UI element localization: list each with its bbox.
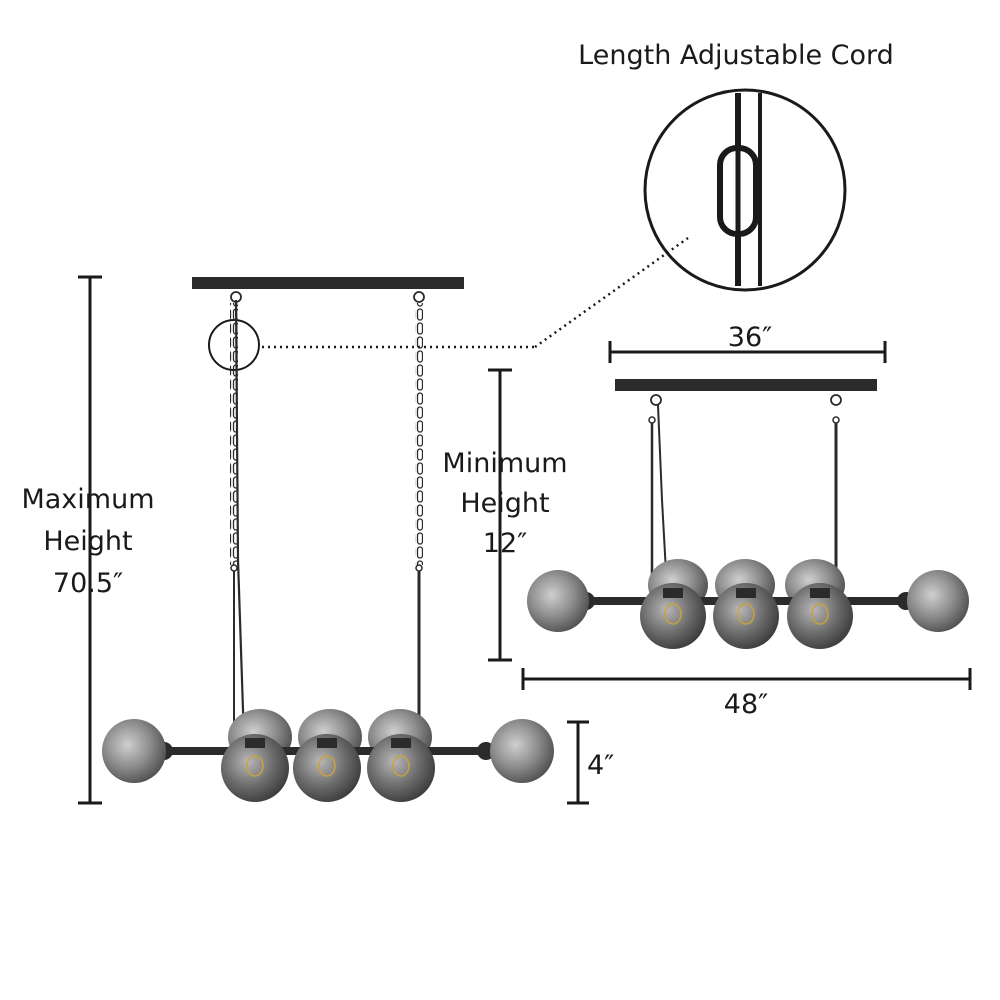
max-height-label-line1: Maximum [21, 484, 155, 515]
globe-shade-icon [221, 734, 289, 802]
min-height-label-line1: Minimum [442, 448, 568, 479]
min-height-dimension-line [488, 368, 512, 662]
globe-shade-icon [907, 570, 969, 632]
pendant-light-icon [102, 277, 554, 802]
left-chain [230, 303, 238, 565]
min-height-label-line2: Height [460, 488, 550, 519]
callout-magnifier [643, 88, 847, 292]
fixture-width-value: 48″ [723, 689, 769, 720]
globe-height-value: 4″ [587, 750, 615, 781]
canopy-width-dimension-line [608, 341, 887, 363]
globe-height-dimension-line [567, 720, 589, 805]
chain-link-icon [717, 93, 762, 286]
globe-shade-icon [527, 570, 589, 632]
callout-title: Length Adjustable Cord [578, 40, 894, 71]
globe-shade-icon [713, 583, 779, 649]
right-chain [415, 303, 423, 565]
globe-shade-icon [787, 583, 853, 649]
fixture-width-dimension-line [521, 668, 972, 690]
globe-shade-icon [490, 719, 554, 783]
min-height-value: 12″ [482, 528, 528, 559]
callout-leader-diagonal [534, 236, 689, 349]
globe-shade-icon [640, 583, 706, 649]
max-height-dimension-line [78, 275, 102, 805]
canopy-bar [192, 277, 464, 289]
max-height-value: 70.5″ [52, 568, 124, 599]
max-height-label-line2: Height [43, 526, 133, 557]
canopy-bar [615, 379, 877, 391]
globe-shade-icon [367, 734, 435, 802]
canopy-width-value: 36″ [727, 322, 773, 353]
pendant-light-icon [527, 379, 969, 649]
globe-shade-icon [293, 734, 361, 802]
globe-shade-icon [102, 719, 166, 783]
magnifier-circle [643, 88, 847, 292]
